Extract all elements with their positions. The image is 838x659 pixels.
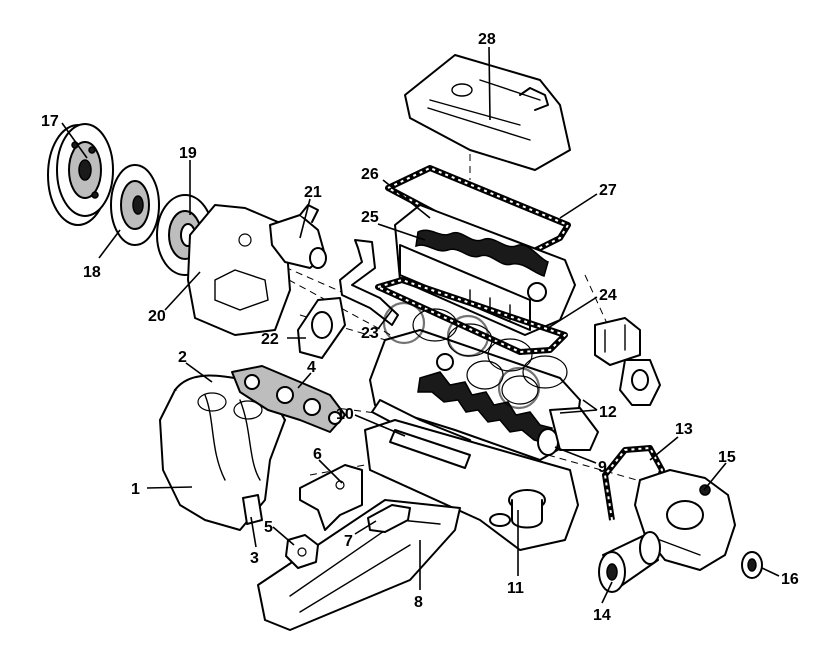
part-cylinder-head: [394, 204, 576, 336]
callout-14: 14: [593, 607, 611, 624]
part-bracket-6: [299, 464, 363, 531]
callout-6: 6: [313, 446, 322, 463]
callout-18: 18: [83, 264, 101, 281]
callout-16: 16: [781, 571, 799, 588]
callout-23: 23: [361, 325, 379, 342]
callout-8: 8: [414, 594, 423, 611]
part-exhaust-gasket: [231, 365, 346, 433]
callout-10: 10: [336, 406, 354, 423]
leader-lines: [61, 46, 780, 604]
callout-13: 13: [675, 421, 693, 438]
callout-12: 12: [599, 404, 617, 421]
callout-7: 7: [344, 533, 353, 550]
callout-15: 15: [718, 449, 736, 466]
part-intake-manifold: [159, 374, 286, 531]
callout-27: 27: [599, 182, 617, 199]
callout-26: 26: [361, 166, 379, 183]
callout-9: 9: [598, 459, 607, 476]
part-adapter-plate: [187, 204, 291, 336]
callout-2: 2: [178, 349, 187, 366]
callout-22: 22: [261, 331, 279, 348]
callout-11: 11: [507, 580, 524, 597]
part-sprocket: [741, 551, 763, 579]
part-crankshaft: [417, 353, 559, 456]
callout-4: 4: [307, 359, 316, 376]
callout-3: 3: [250, 550, 259, 567]
part-oil-pan-baffle: [257, 499, 461, 631]
watermark-circles: [382, 301, 541, 410]
callout-1: 1: [131, 481, 140, 498]
callout-28: 28: [478, 31, 496, 48]
part-valve-cover: [404, 54, 571, 171]
callout-24: 24: [599, 287, 617, 304]
part-seal-housing: [297, 297, 346, 359]
part-engine-mounts: [549, 317, 661, 451]
callout-17: 17: [41, 113, 59, 130]
part-oil-pan: [364, 419, 579, 551]
part-pulley: [598, 531, 661, 593]
callout-labels: 1 2 3 4 5 6 7 8 9 10 11 12 13 14 15 16 1…: [41, 31, 799, 624]
part-head-gasket: [375, 277, 568, 355]
part-clutch-disc: [110, 164, 160, 246]
part-thermostat-housing: [269, 204, 327, 269]
part-flywheel: [47, 123, 114, 226]
callout-20: 20: [148, 308, 166, 325]
callout-25: 25: [361, 209, 379, 226]
part-bracket-5: [285, 534, 319, 569]
part-bracket-7: [367, 504, 411, 533]
part-coolant-pipe: [339, 239, 399, 326]
part-bracket-3: [242, 494, 263, 525]
callout-5: 5: [264, 519, 273, 536]
callout-21: 21: [304, 184, 322, 201]
callout-19: 19: [179, 145, 197, 162]
